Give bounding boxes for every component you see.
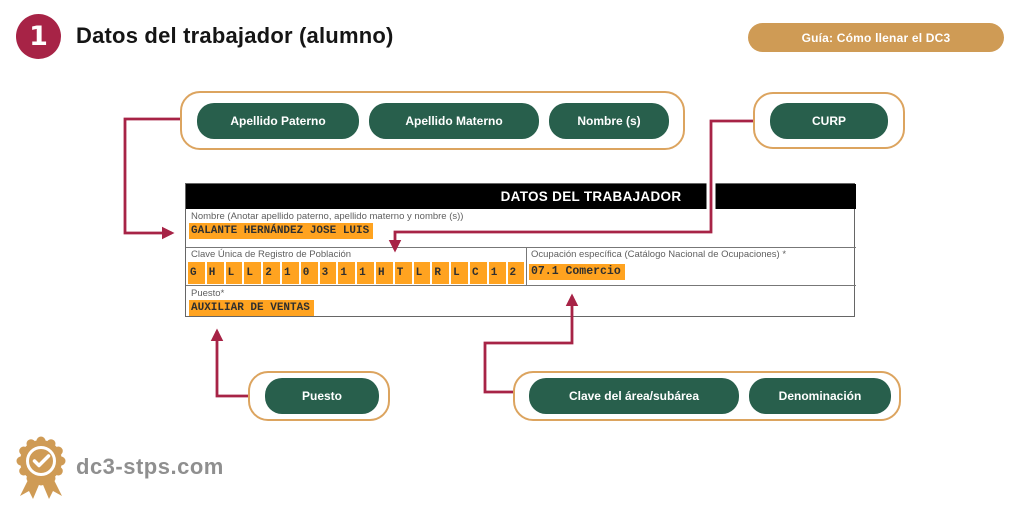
curp-char-box: L <box>451 262 468 284</box>
curp-char-box: 1 <box>338 262 356 284</box>
arrow-nombre <box>123 117 180 240</box>
callout-clave-area: Clave del área/subárea <box>529 378 739 414</box>
page-title: Datos del trabajador (alumno) <box>76 23 394 48</box>
form-section-title: DATOS DEL TRABAJADOR <box>186 184 856 209</box>
dc3-form-table: DATOS DEL TRABAJADOR Nombre (Anotar apel… <box>185 183 856 317</box>
callout-curp: CURP <box>770 102 888 139</box>
curp-char-box: R <box>432 262 450 284</box>
curp-char-box: L <box>244 262 262 284</box>
callout-group-puesto: Puesto <box>248 371 390 421</box>
callout-apellido-materno: Apellido Materno <box>369 102 539 139</box>
curp-char-box: 1 <box>357 262 374 284</box>
step-number-badge: 1 <box>16 14 61 59</box>
curp-char-box: C <box>469 262 487 284</box>
callout-group-clave: Clave del área/subárea Denominación <box>513 371 901 421</box>
ocupacion-field-label: Ocupación específica (Catálogo Nacional … <box>531 249 787 260</box>
callout-group-nombre: Apellido Paterno Apellido Materno Nombre… <box>180 91 685 150</box>
curp-char-box: G <box>188 262 205 284</box>
callout-group-curp: CURP <box>753 92 905 149</box>
curp-field-label: Clave Única de Registro de Población <box>191 249 352 260</box>
curp-char-box: 0 <box>300 262 318 284</box>
curp-char-box: 3 <box>319 262 337 284</box>
callout-nombres: Nombre (s) <box>549 102 669 139</box>
nombre-field-label: Nombre (Anotar apellido paterno, apellid… <box>191 211 464 222</box>
puesto-field-value: AUXILIAR DE VENTAS <box>189 300 314 316</box>
callout-puesto: Puesto <box>265 378 379 414</box>
curp-char-box: H <box>375 262 393 284</box>
ocupacion-field-value: 07.1 Comercio <box>529 264 625 280</box>
curp-char-box: L <box>225 262 243 284</box>
arrow-puesto <box>210 328 248 398</box>
callout-apellido-paterno: Apellido Paterno <box>197 102 359 139</box>
curp-char-box: H <box>206 262 224 284</box>
guide-button[interactable]: Guía: Cómo llenar el DC3 <box>748 23 1004 52</box>
curp-char-box: 1 <box>281 262 299 284</box>
nombre-field-value: GALANTE HERNÁNDEZ JOSE LUIS <box>189 223 374 239</box>
puesto-field-label: Puesto* <box>191 288 225 299</box>
rosette-badge-icon <box>16 436 66 499</box>
curp-char-box: L <box>413 262 431 284</box>
brand-text: dc3-stps.com <box>76 454 224 479</box>
curp-char-box: 2 <box>263 262 280 284</box>
callout-denominacion: Denominación <box>749 378 891 414</box>
curp-char-box: 2 <box>507 262 525 284</box>
curp-char-box: T <box>394 262 412 284</box>
curp-char-box: 1 <box>488 262 506 284</box>
